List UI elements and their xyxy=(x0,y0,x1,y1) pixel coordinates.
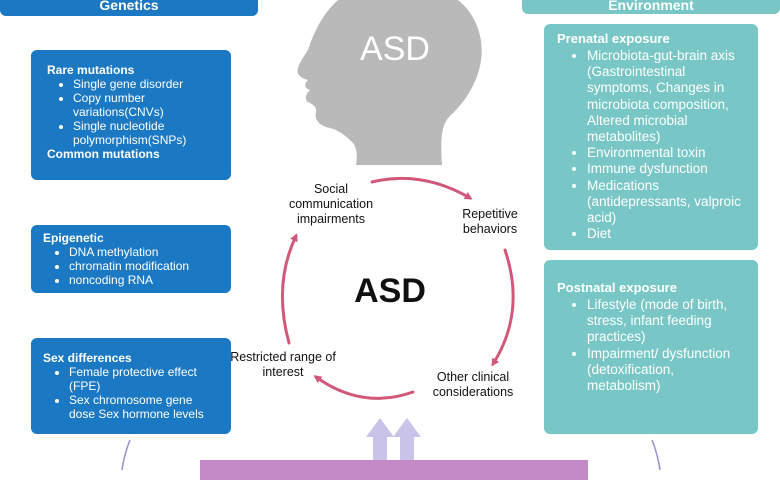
list-item: Lifestyle (mode of birth, stress, infant… xyxy=(587,297,750,346)
other-clinical-label: Other clinical considerations xyxy=(432,370,514,399)
list-item: Female protective effect (FPE) xyxy=(69,365,221,393)
sex-differences-box: Sex differences Female protective effect… xyxy=(31,338,231,434)
epigenetic-list: DNA methylation chromatin modification n… xyxy=(43,245,221,287)
arrow-repetitive-to-other xyxy=(491,248,515,367)
epigenetic-box: Epigenetic DNA methylation chromatin mod… xyxy=(31,225,231,293)
center-asd-label: ASD xyxy=(354,272,426,310)
prenatal-exposure-box: Prenatal exposure Microbiota-gut-brain a… xyxy=(544,24,758,250)
up-arrow-icon xyxy=(366,418,394,470)
repetitive-behaviors-label: Repetitive behaviors xyxy=(462,207,518,236)
list-item: Single nucleotide polymorphism(SNPs) xyxy=(73,119,221,147)
common-mutations-title: Common mutations xyxy=(47,147,160,161)
list-item: Sex chromosome gene dose Sex hormone lev… xyxy=(69,393,221,421)
list-item: chromatin modification xyxy=(69,259,221,273)
sex-differences-title: Sex differences xyxy=(43,351,132,365)
list-item: Medications (antidepressants, valproic a… xyxy=(587,178,750,227)
list-item: DNA methylation xyxy=(69,245,221,259)
list-item: Impairment/ dysfunction (detoxification,… xyxy=(587,346,750,395)
rare-mutations-box: Rare mutations Single gene disorder Copy… xyxy=(31,50,231,180)
restricted-range-label: Restricted range of interest xyxy=(230,350,336,379)
postnatal-exposure-box: Postnatal exposure Lifestyle (mode of bi… xyxy=(544,260,758,434)
bottom-bar xyxy=(200,460,588,480)
epigenetic-title: Epigenetic xyxy=(43,231,104,245)
list-item: Immune dysfunction xyxy=(587,161,750,177)
rare-mutations-title: Rare mutations xyxy=(47,63,135,77)
environment-header: Environment xyxy=(522,0,780,14)
arrow-social-to-repetitive xyxy=(370,176,473,200)
prenatal-exposure-list: Microbiota-gut-brain axis (Gastrointesti… xyxy=(557,48,750,242)
list-item: Diet xyxy=(587,226,750,242)
up-arrow-icon xyxy=(393,418,421,470)
list-item: Single gene disorder xyxy=(73,77,221,91)
arrow-restricted-to-social xyxy=(281,233,298,345)
rare-mutations-list: Single gene disorder Copy number variati… xyxy=(47,77,221,147)
sex-differences-list: Female protective effect (FPE) Sex chrom… xyxy=(43,365,221,421)
outer-ring-right xyxy=(651,439,661,470)
list-item: noncoding RNA xyxy=(69,273,221,287)
list-item: Environmental toxin xyxy=(587,145,750,161)
arrow-other-to-restricted xyxy=(313,375,415,400)
circular-arrows-icon xyxy=(121,176,661,470)
prenatal-exposure-title: Prenatal exposure xyxy=(557,31,670,46)
social-communication-label: Social communication impairments xyxy=(288,182,374,226)
head-asd-label: ASD xyxy=(360,30,430,68)
list-item: Microbiota-gut-brain axis (Gastrointesti… xyxy=(587,48,750,145)
child-head-silhouette-icon xyxy=(297,0,482,165)
genetics-header: Genetics xyxy=(0,0,258,16)
list-item: Copy number variations(CNVs) xyxy=(73,91,221,119)
postnatal-exposure-title: Postnatal exposure xyxy=(557,280,677,295)
outer-ring-left xyxy=(121,439,131,470)
postnatal-exposure-list: Lifestyle (mode of birth, stress, infant… xyxy=(557,297,750,394)
up-arrows xyxy=(366,418,421,470)
